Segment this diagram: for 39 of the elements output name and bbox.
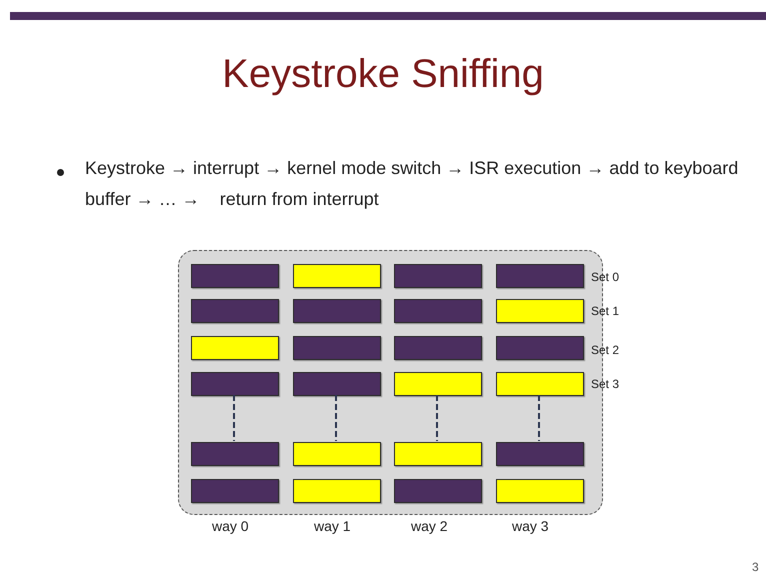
cache-line-bar xyxy=(191,299,279,323)
cache-line-bar xyxy=(293,372,381,396)
cache-line-bar xyxy=(293,479,381,503)
slide-title: Keystroke Sniffing xyxy=(221,52,545,97)
cache-line-bar xyxy=(496,336,584,360)
cache-line-bar xyxy=(394,264,482,288)
cache-line-bar xyxy=(394,442,482,466)
set-label: Set 2 xyxy=(591,343,620,357)
way-label: way 1 xyxy=(314,518,351,534)
set-label: Set 0 xyxy=(591,270,620,284)
dashed-line xyxy=(436,395,438,441)
way-label: way 0 xyxy=(212,518,249,534)
way-label: way 2 xyxy=(411,518,448,534)
set-label: Set 3 xyxy=(591,377,620,391)
cache-line-bar xyxy=(191,372,279,396)
cache-line-bar xyxy=(191,264,279,288)
cache-line-bar xyxy=(293,299,381,323)
cache-line-bar xyxy=(394,299,482,323)
cache-line-bar xyxy=(496,264,584,288)
dashed-line xyxy=(538,395,540,441)
cache-line-bar xyxy=(293,442,381,466)
cache-line-bar xyxy=(293,336,381,360)
dashed-line xyxy=(335,395,337,441)
cache-line-bar xyxy=(191,442,279,466)
cache-line-bar xyxy=(191,336,279,360)
cache-line-bar xyxy=(191,479,279,503)
cache-line-bar xyxy=(496,442,584,466)
cache-line-bar xyxy=(394,372,482,396)
cache-line-bar xyxy=(293,264,381,288)
dashed-line xyxy=(233,395,235,441)
set-label: Set 1 xyxy=(591,304,620,318)
bullet-text: Keystroke → interrupt → kernel mode switch → ISR execution → add to keyboard buffer → … → return from interrupt xyxy=(85,157,740,211)
cache-line-bar xyxy=(394,336,482,360)
way-label: way 3 xyxy=(512,518,549,534)
page-number: 3 xyxy=(752,560,759,574)
cache-line-bar xyxy=(394,479,482,503)
cache-line-bar xyxy=(496,372,584,396)
cache-line-bar xyxy=(496,299,584,323)
cache-line-bar xyxy=(496,479,584,503)
